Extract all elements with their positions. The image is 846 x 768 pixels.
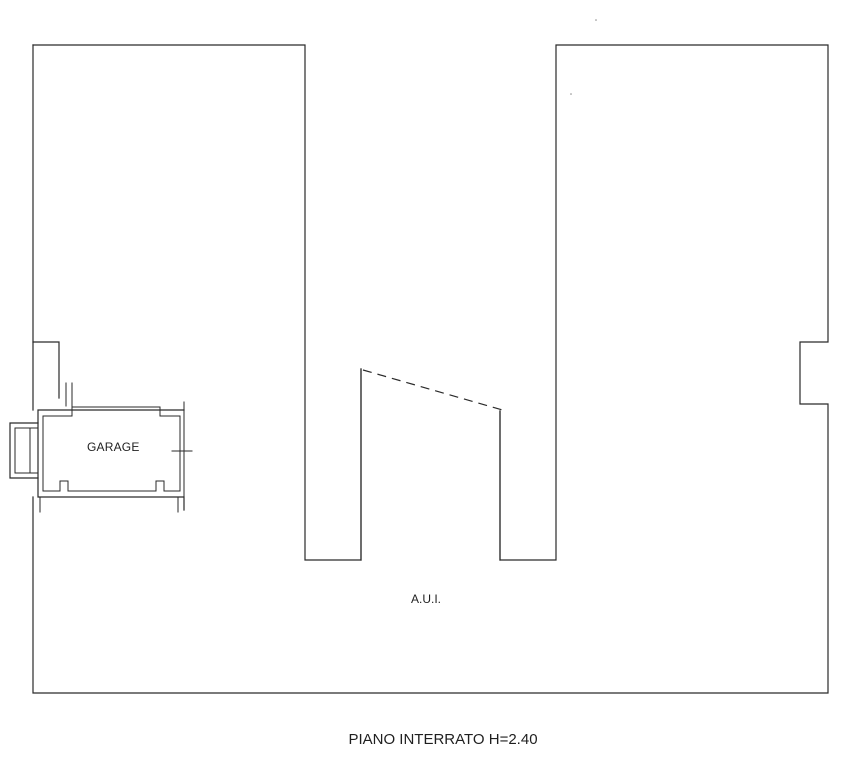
garage-inner-wall [42, 406, 181, 492]
garage-lower-extension [39, 496, 179, 513]
garage-outer-wall [37, 409, 185, 511]
garage-room-label: GARAGE [87, 440, 140, 454]
dashed-opening [362, 369, 507, 412]
garage-stub-wall [65, 382, 73, 407]
scan-speck [570, 93, 572, 95]
garage-side-bay [9, 422, 39, 479]
scan-speck [595, 19, 597, 21]
aui-area-label: A.U.I. [411, 592, 442, 606]
floor-caption: PIANO INTERRATO H=2.40 [348, 731, 538, 748]
garage-side-bay-inner [14, 427, 39, 474]
